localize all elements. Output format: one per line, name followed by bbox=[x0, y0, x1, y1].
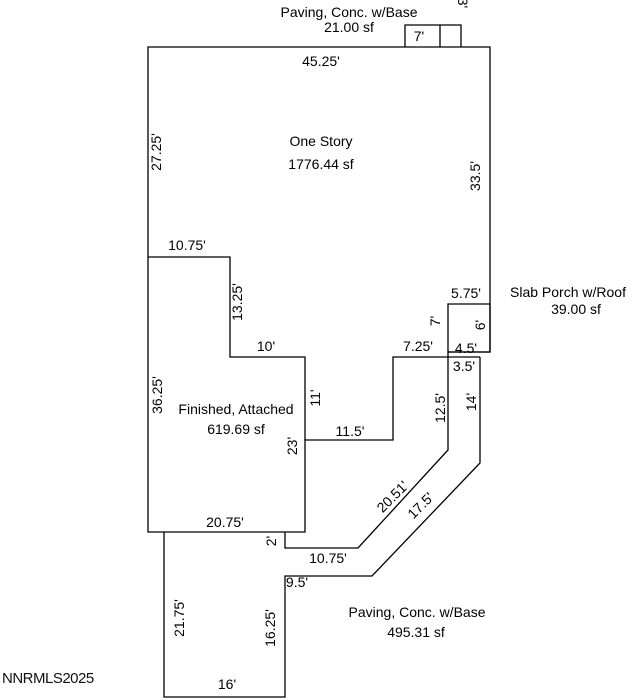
dim-porch-4-5: 4.5' bbox=[455, 340, 477, 356]
dim-paving-12-5: 12.5' bbox=[432, 393, 448, 423]
dim-mid-7-25: 7.25' bbox=[403, 338, 433, 354]
dim-paving-3-5: 3.5' bbox=[453, 358, 475, 374]
dim-left-36-25: 36.25' bbox=[149, 376, 165, 414]
dim-vert-23: 23' bbox=[284, 437, 300, 455]
dim-vert-11: 11' bbox=[307, 389, 323, 406]
dim-top-10-75: 10.75' bbox=[168, 237, 206, 253]
dim-porch-6: 6' bbox=[472, 320, 488, 330]
dim-vert-13-25: 13.25' bbox=[229, 283, 245, 321]
dim-paving-14: 14' bbox=[463, 393, 479, 411]
top-paving-pad bbox=[404, 24, 462, 47]
dim-low-9-5: 9.5' bbox=[286, 574, 308, 590]
paving-bottom-area: 495.31 sf bbox=[387, 624, 445, 640]
dim-vert-2: 2' bbox=[263, 536, 279, 546]
one-story-area: 1776.44 sf bbox=[288, 156, 353, 172]
finished-attached-name: Finished, Attached bbox=[178, 401, 293, 417]
dim-pad-7: 7' bbox=[414, 28, 424, 44]
dim-bottom-16: 16' bbox=[218, 676, 236, 692]
paving-top-name: Paving, Conc. w/Base bbox=[281, 4, 418, 20]
driveway-outline bbox=[163, 357, 481, 698]
dim-pad-3: 3' bbox=[455, 0, 471, 8]
dim-left-21-75: 21.75' bbox=[171, 599, 187, 637]
paving-bottom-name: Paving, Conc. w/Base bbox=[349, 604, 486, 620]
mls-watermark: NNRMLS2025 bbox=[2, 670, 94, 687]
slab-porch-area: 39.00 sf bbox=[551, 301, 601, 317]
dim-left-27-25: 27.25' bbox=[148, 133, 164, 171]
dim-diag-17-5: 17.5' bbox=[404, 489, 436, 521]
dim-top-45-25: 45.25' bbox=[302, 53, 340, 69]
dim-mid-11-5: 11.5' bbox=[336, 423, 365, 439]
paving-top-area: 21.00 sf bbox=[324, 19, 374, 35]
dim-bottom-20-75: 20.75' bbox=[206, 514, 244, 530]
dim-porch-7: 7' bbox=[427, 316, 443, 326]
slab-porch-outline bbox=[447, 303, 491, 353]
dim-right-33-5: 33.5' bbox=[467, 161, 483, 191]
dim-mid-10: 10' bbox=[257, 338, 275, 354]
one-story-name: One Story bbox=[289, 133, 352, 149]
finished-attached-area: 619.69 sf bbox=[207, 421, 265, 437]
dim-vert-16-25: 16.25' bbox=[262, 609, 278, 647]
house-outline bbox=[147, 46, 491, 533]
slab-porch-name: Slab Porch w/Roof bbox=[510, 284, 626, 300]
dim-low-10-75: 10.75' bbox=[309, 550, 347, 566]
dim-porch-5-75: 5.75' bbox=[451, 285, 481, 301]
garage-division-line bbox=[148, 256, 306, 440]
